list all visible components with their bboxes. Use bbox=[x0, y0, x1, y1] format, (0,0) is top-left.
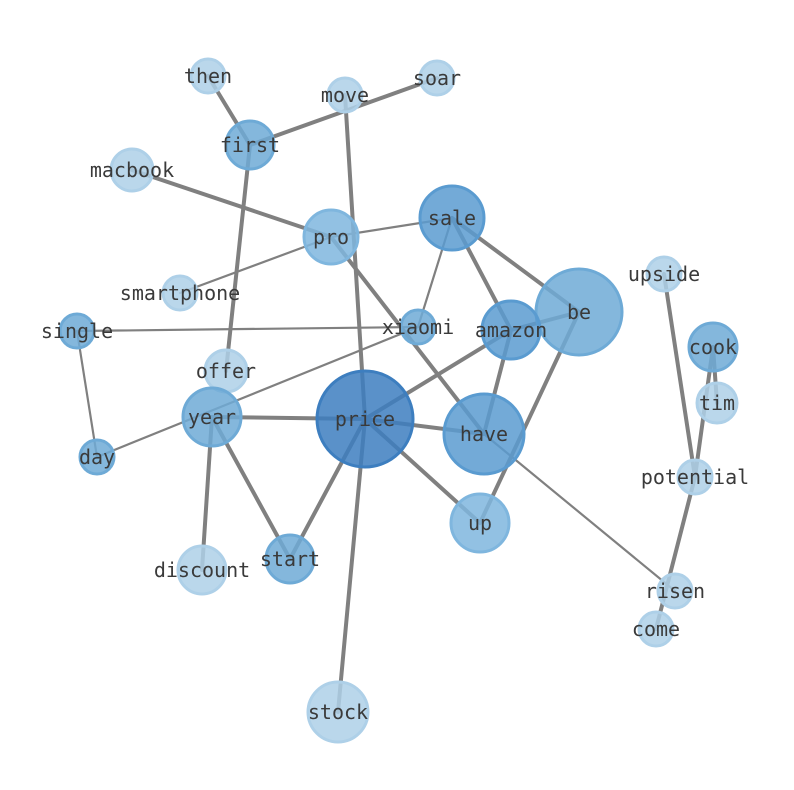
node-discount[interactable] bbox=[176, 544, 228, 596]
node-sale[interactable] bbox=[418, 184, 486, 252]
edge-single-day bbox=[75, 329, 99, 459]
node-label-year: year bbox=[188, 405, 236, 429]
node-have[interactable] bbox=[442, 392, 526, 476]
node-then[interactable] bbox=[189, 57, 227, 95]
node-year[interactable] bbox=[181, 386, 243, 448]
node-label-upside: upside bbox=[628, 262, 700, 286]
node-amazon[interactable] bbox=[480, 299, 542, 361]
node-label-price: price bbox=[335, 407, 395, 431]
node-label-single: single bbox=[41, 319, 113, 343]
node-label-be: be bbox=[567, 300, 591, 324]
node-label-macbook: macbook bbox=[90, 158, 174, 182]
edge-macbook-pro bbox=[130, 168, 333, 239]
node-label-start: start bbox=[260, 547, 320, 571]
node-stock[interactable] bbox=[306, 680, 370, 744]
node-label-pro: pro bbox=[313, 225, 349, 249]
node-label-xiaomi: xiaomi bbox=[382, 315, 454, 339]
node-label-soar: soar bbox=[413, 66, 461, 90]
edge-move-price bbox=[343, 93, 367, 421]
node-label-sale: sale bbox=[428, 206, 476, 230]
node-label-move: move bbox=[321, 83, 369, 107]
edge-first-offer bbox=[224, 143, 252, 373]
node-label-discount: discount bbox=[154, 558, 250, 582]
node-potential[interactable] bbox=[676, 458, 714, 496]
node-pro[interactable] bbox=[302, 208, 360, 266]
node-label-stock: stock bbox=[308, 700, 368, 724]
edge-single-xiaomi bbox=[75, 325, 420, 333]
node-smartphone[interactable] bbox=[161, 274, 199, 312]
node-up[interactable] bbox=[449, 492, 511, 554]
labels-layer: then move soar first macbook sale pro upside sma… bbox=[41, 64, 749, 724]
nodes-layer bbox=[58, 57, 739, 744]
node-single[interactable] bbox=[58, 312, 96, 350]
node-macbook[interactable] bbox=[109, 147, 155, 193]
node-cook[interactable] bbox=[687, 321, 739, 373]
node-day[interactable] bbox=[78, 438, 116, 476]
node-move[interactable] bbox=[326, 76, 364, 114]
node-label-day: day bbox=[79, 445, 115, 469]
node-first[interactable] bbox=[224, 119, 276, 171]
node-be[interactable] bbox=[534, 267, 624, 357]
node-xiaomi[interactable] bbox=[399, 308, 437, 346]
node-label-have: have bbox=[460, 422, 508, 446]
node-label-up: up bbox=[468, 511, 492, 535]
node-label-offer: offer bbox=[196, 359, 256, 383]
node-tim[interactable] bbox=[695, 381, 739, 425]
node-label-then: then bbox=[184, 64, 232, 88]
node-upside[interactable] bbox=[645, 255, 683, 293]
node-label-amazon: amazon bbox=[475, 318, 547, 342]
node-come[interactable] bbox=[637, 610, 675, 648]
node-label-cook: cook bbox=[689, 335, 737, 359]
node-soar[interactable] bbox=[418, 59, 456, 97]
node-price[interactable] bbox=[315, 369, 415, 469]
edge-upside-potential bbox=[662, 272, 697, 479]
edge-xiaomi-day bbox=[95, 325, 420, 459]
node-label-come: come bbox=[632, 617, 680, 641]
node-label-tim: tim bbox=[699, 391, 735, 415]
node-label-first: first bbox=[220, 133, 280, 157]
node-risen[interactable] bbox=[656, 572, 694, 610]
node-start[interactable] bbox=[264, 533, 316, 585]
node-label-risen: risen bbox=[645, 579, 705, 603]
node-label-smartphone: smartphone bbox=[120, 281, 240, 305]
node-label-potential: potential bbox=[641, 465, 749, 489]
